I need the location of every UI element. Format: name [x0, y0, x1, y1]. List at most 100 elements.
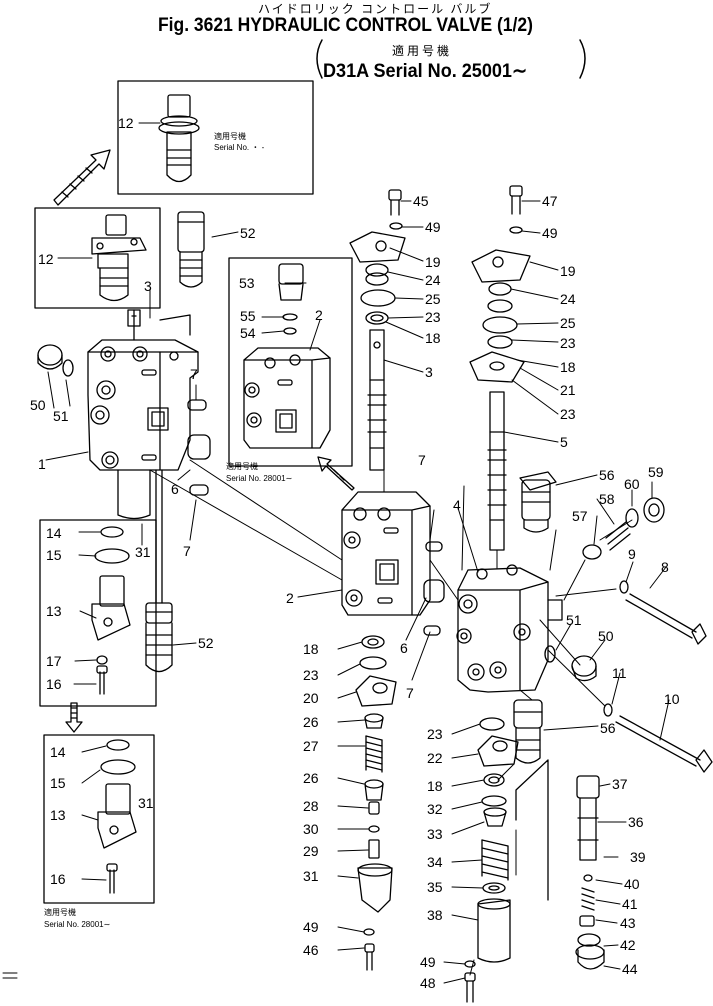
part-8-9-bolt [620, 581, 706, 644]
callout-7: 7 [183, 543, 191, 559]
inset-frame-middle [229, 258, 352, 466]
callout-21: 21 [560, 382, 576, 398]
part-12-spool-top [159, 95, 199, 182]
callout-12: 12 [118, 115, 134, 131]
callout-9: 9 [628, 546, 636, 562]
part-4-valve-body-right [457, 565, 562, 692]
callout-23: 23 [303, 667, 319, 683]
callout-49: 49 [425, 219, 441, 235]
assembly-connection-lines [150, 460, 632, 975]
inset-frame-bottom [44, 735, 154, 903]
part-50-51-plug-right [545, 646, 596, 681]
callout-16: 16 [46, 676, 62, 692]
callout-18: 18 [427, 778, 443, 794]
callout-2: 2 [315, 307, 323, 323]
part-7-6-seals-center [424, 542, 444, 635]
callout-18: 18 [303, 641, 319, 657]
center-lower-stack [356, 636, 396, 970]
callout-2: 2 [286, 590, 294, 606]
hatched-arrow-up-icon [54, 150, 110, 205]
callout-54: 54 [240, 325, 256, 341]
hatched-arrow-down-left-icon [318, 457, 354, 490]
callout-44: 44 [622, 961, 638, 977]
part-57-58-60-59-group [583, 498, 664, 559]
callout-18: 18 [425, 330, 441, 346]
bottom-left-inset-parts [98, 740, 136, 893]
callout-31: 31 [138, 795, 154, 811]
callout-40: 40 [624, 876, 640, 892]
callout-23: 23 [427, 726, 443, 742]
callout-16: 16 [50, 871, 66, 887]
callout-7: 7 [190, 366, 198, 382]
callout-56: 56 [600, 720, 616, 736]
callout-50: 50 [598, 628, 614, 644]
callout-26: 26 [303, 714, 319, 730]
callout-50: 50 [30, 397, 46, 413]
callout-51: 51 [53, 408, 69, 424]
callout-7: 7 [418, 452, 426, 468]
callout-30: 30 [303, 821, 319, 837]
right-column-upper [470, 186, 530, 550]
callout-24: 24 [425, 272, 441, 288]
center-column-upper [350, 190, 405, 470]
callout-19: 19 [425, 254, 441, 270]
callout-18: 18 [560, 359, 576, 375]
callout-7: 7 [406, 685, 414, 701]
callout-52: 52 [240, 225, 256, 241]
callout-51: 51 [566, 612, 582, 628]
callout-52: 52 [198, 635, 214, 651]
callout-43: 43 [620, 915, 636, 931]
callout-12: 12 [38, 251, 54, 267]
callout-10: 10 [664, 691, 680, 707]
part-1-valve-body [88, 310, 198, 519]
callout-31: 31 [135, 544, 151, 560]
callout-3: 3 [425, 364, 433, 380]
callout-33: 33 [427, 826, 443, 842]
callout-42: 42 [620, 937, 636, 953]
callout-31: 31 [303, 868, 319, 884]
right-lower-stack [465, 718, 518, 1002]
callout-23: 23 [425, 309, 441, 325]
japanese-title: ハイドロリック コントロール バルブ [258, 2, 493, 16]
callout-leader-lines [46, 123, 669, 983]
model-serial-label: D31A Serial No. 25001∼ [323, 61, 528, 82]
header-brackets [317, 40, 585, 78]
callout-45: 45 [413, 193, 429, 209]
callout-60: 60 [624, 476, 640, 492]
callout-25: 25 [560, 315, 576, 331]
callout-13: 13 [46, 603, 62, 619]
part-2-valve-body-center [342, 492, 430, 615]
callout-23: 23 [560, 406, 576, 422]
bottom-inset-serial: Serial No. 28001∼ [44, 920, 111, 929]
callout-55: 55 [240, 308, 256, 324]
callout-49: 49 [303, 919, 319, 935]
callout-36: 36 [628, 814, 644, 830]
mid-inset-applicable-jp: 適用号機 [226, 462, 258, 471]
part-50-plug-left [38, 345, 73, 376]
part-12-spool-left [92, 215, 146, 301]
part-10-11-bolt [604, 704, 712, 772]
part-56-valve-upper [520, 472, 556, 532]
part-7-6-seals-left [188, 400, 210, 495]
callout-20: 20 [303, 690, 319, 706]
callout-37: 37 [612, 776, 628, 792]
callout-32: 32 [427, 801, 443, 817]
callout-27: 27 [303, 738, 319, 754]
callout-8: 8 [661, 559, 669, 575]
inset-frame-left [35, 208, 160, 308]
callout-11: 11 [612, 665, 627, 681]
figure-title: Fig. 3621 HYDRAULIC CONTROL VALVE (1/2) [158, 15, 533, 36]
callout-6: 6 [171, 481, 179, 497]
lower-left-inset-parts [92, 527, 130, 694]
callout-14: 14 [50, 744, 66, 760]
bottom-inset-applicable-jp: 適用号機 [44, 908, 76, 917]
callout-46: 46 [303, 942, 319, 958]
callout-24: 24 [560, 291, 576, 307]
callout-59: 59 [648, 464, 664, 480]
callout-53: 53 [239, 275, 255, 291]
callout-14: 14 [46, 525, 62, 541]
callout-5: 5 [560, 434, 568, 450]
callout-29: 29 [303, 843, 319, 859]
